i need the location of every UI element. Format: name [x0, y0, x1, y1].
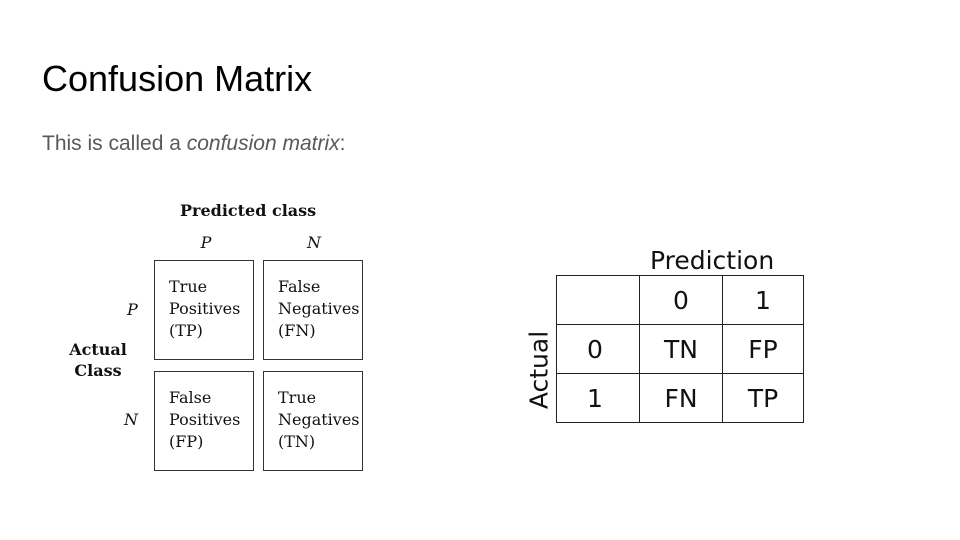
cell-true-positives: True Positives (TP): [154, 260, 254, 360]
class-line: Class: [74, 361, 122, 380]
cell-fp: FP: [722, 324, 804, 374]
table-row: 1 FN TP: [556, 373, 804, 423]
cell-text: Negatives: [278, 410, 360, 429]
slide-body-text: This is called a confusion matrix:: [42, 132, 345, 156]
body-prefix: This is called a: [42, 132, 187, 155]
col-header-p: P: [200, 233, 212, 252]
cell-text: (FN): [278, 321, 316, 340]
confusion-table: 0 1 0 TN FP 1 FN TP: [556, 275, 804, 423]
body-suffix: :: [339, 132, 346, 155]
col-header-n: N: [307, 233, 321, 252]
cell-text: Negatives: [278, 299, 360, 318]
row-header-1: 1: [556, 373, 640, 423]
body-emphasis: confusion matrix: [186, 132, 340, 155]
cell-true-negatives: True Negatives (TN): [263, 371, 363, 471]
cell-text: Positives: [169, 410, 241, 429]
table-row: 0 TN FP: [556, 324, 804, 374]
col-header-1: 1: [722, 275, 804, 325]
cell-text: True: [278, 388, 317, 407]
actual-class-title: Actual Class: [60, 339, 136, 381]
predicted-class-title: Predicted class: [180, 201, 317, 220]
actual-line: Actual: [69, 340, 127, 359]
prediction-title: Prediction: [650, 246, 775, 275]
slide-title: Confusion Matrix: [42, 58, 313, 99]
cell-false-positives: False Positives (FP): [154, 371, 254, 471]
cell-fn: FN: [639, 373, 723, 423]
cell-tp: TP: [722, 373, 804, 423]
cell-text: (TP): [169, 321, 203, 340]
row-header-n: N: [124, 410, 138, 429]
row-header-p: P: [127, 300, 138, 319]
cell-text: True: [169, 277, 208, 296]
cell-text: (TN): [278, 432, 316, 451]
cell-tn: TN: [639, 324, 723, 374]
corner-cell: [556, 275, 640, 325]
actual-title: Actual: [524, 330, 554, 410]
header-row: 0 1: [556, 275, 804, 325]
cell-text: False: [169, 388, 212, 407]
cell-text: Positives: [169, 299, 241, 318]
cell-text: (FP): [169, 432, 204, 451]
col-header-0: 0: [639, 275, 723, 325]
row-header-0: 0: [556, 324, 640, 374]
cell-text: False: [278, 277, 321, 296]
cell-false-negatives: False Negatives (FN): [263, 260, 363, 360]
